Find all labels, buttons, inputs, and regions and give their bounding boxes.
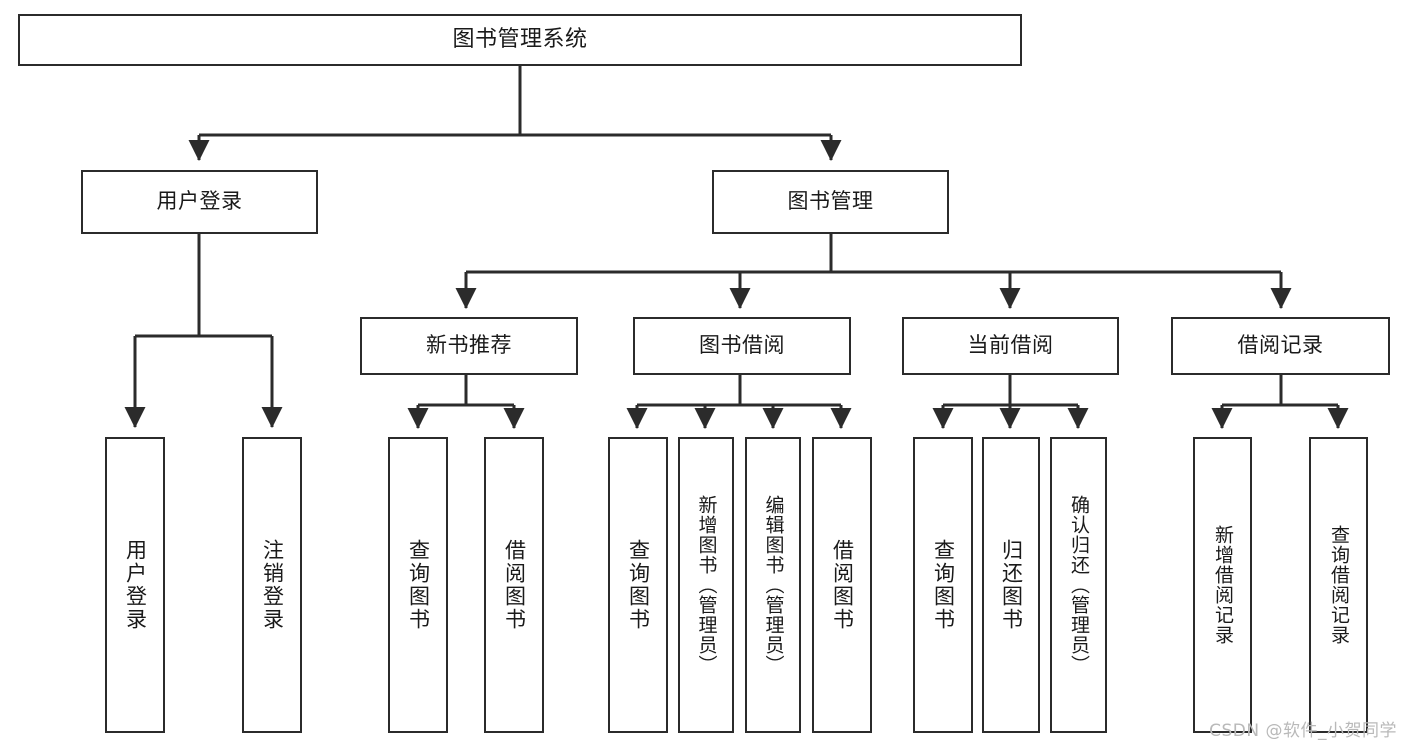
- leaf-book-borrow-borrow[interactable]: 借阅图书: [812, 437, 872, 733]
- node-label: 借阅图书: [830, 539, 855, 631]
- node-label: 编辑图书（管理员）: [762, 495, 785, 675]
- node-label: 查询图书: [626, 539, 651, 631]
- node-label: 确认归还（管理员）: [1068, 495, 1090, 675]
- leaf-borrow-record-add[interactable]: 新增借阅记录: [1193, 437, 1252, 733]
- node-current-borrow[interactable]: 当前借阅: [902, 317, 1119, 375]
- leaf-new-book-borrow[interactable]: 借阅图书: [484, 437, 544, 733]
- node-label: 查询图书: [931, 539, 956, 631]
- node-label: 新书推荐: [426, 333, 512, 358]
- node-label: 注销登录: [260, 539, 285, 631]
- node-label: 归还图书: [999, 539, 1024, 631]
- node-label: 借阅记录: [1237, 333, 1324, 358]
- leaf-borrow-record-query[interactable]: 查询借阅记录: [1309, 437, 1368, 733]
- node-label: 新增借阅记录: [1212, 525, 1234, 645]
- node-user-login[interactable]: 用户登录: [81, 170, 318, 234]
- watermark-text: CSDN @软件_小贺同学: [1209, 721, 1397, 741]
- leaf-user-login-logout[interactable]: 注销登录: [242, 437, 302, 733]
- node-label: 当前借阅: [967, 333, 1054, 358]
- node-label: 图书管理: [787, 189, 874, 214]
- node-label: 查询借阅记录: [1328, 525, 1350, 645]
- node-label: 图书借阅: [699, 333, 785, 358]
- leaf-new-book-query[interactable]: 查询图书: [388, 437, 448, 733]
- node-label: 新增图书（管理员）: [695, 495, 718, 675]
- leaf-book-borrow-edit-admin[interactable]: 编辑图书（管理员）: [745, 437, 801, 733]
- node-book-management[interactable]: 图书管理: [712, 170, 949, 234]
- node-label: 用户登录: [123, 539, 148, 631]
- node-label: 用户登录: [156, 189, 243, 214]
- leaf-book-borrow-add-admin[interactable]: 新增图书（管理员）: [678, 437, 734, 733]
- node-borrow-record[interactable]: 借阅记录: [1171, 317, 1390, 375]
- node-root-system[interactable]: 图书管理系统: [18, 14, 1022, 66]
- node-label: 查询图书: [406, 539, 431, 631]
- node-label: 图书管理系统: [452, 26, 588, 52]
- node-book-borrow[interactable]: 图书借阅: [633, 317, 851, 375]
- leaf-current-borrow-query[interactable]: 查询图书: [913, 437, 973, 733]
- node-label: 借阅图书: [502, 539, 527, 631]
- leaf-current-borrow-return[interactable]: 归还图书: [982, 437, 1040, 733]
- leaf-user-login-login[interactable]: 用户登录: [105, 437, 165, 733]
- leaf-book-borrow-query[interactable]: 查询图书: [608, 437, 668, 733]
- node-new-book-recommend[interactable]: 新书推荐: [360, 317, 578, 375]
- leaf-current-borrow-confirm-admin[interactable]: 确认归还（管理员）: [1050, 437, 1107, 733]
